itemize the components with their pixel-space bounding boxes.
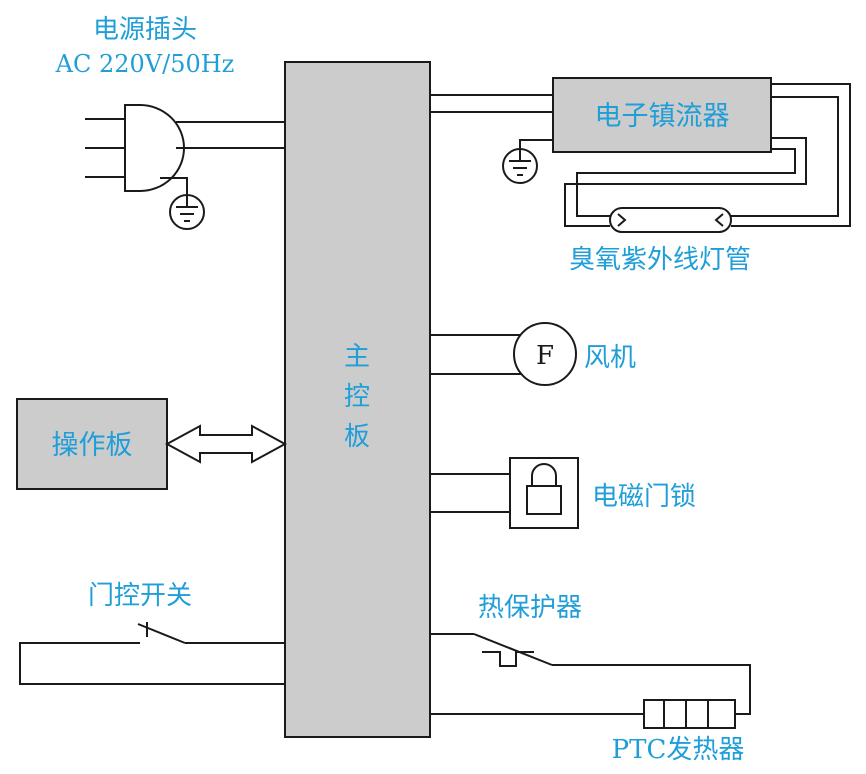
main-board-label-3: 板 bbox=[344, 422, 370, 452]
control-panel bbox=[16, 398, 168, 490]
uv-lamp-label: 臭氧紫外线灯管 bbox=[569, 245, 751, 275]
thermal-protector-label: 热保护器 bbox=[478, 593, 582, 623]
thermal-protector-symbol bbox=[430, 633, 751, 715]
main-board-label-1: 主 bbox=[344, 342, 370, 372]
power-plug-label: 电源插头 bbox=[93, 15, 197, 45]
door-lock-label: 电磁门锁 bbox=[592, 482, 696, 512]
bidirectional-arrow bbox=[164, 424, 288, 464]
ptc-heater-symbol bbox=[643, 699, 736, 729]
main-board bbox=[284, 61, 431, 738]
power-spec-label: AC 220V/50Hz bbox=[55, 50, 235, 78]
padlock-icon bbox=[526, 463, 562, 515]
door-switch-label: 门控开关 bbox=[88, 581, 192, 611]
main-board-label-2: 控 bbox=[344, 382, 370, 412]
ptc-heater-label: PTC发热器 bbox=[612, 735, 745, 765]
fan-symbol: F bbox=[536, 341, 554, 371]
power-plug-symbol bbox=[85, 104, 285, 196]
ballast-label: 电子镇流器 bbox=[595, 101, 730, 132]
fan-label: 风机 bbox=[584, 343, 636, 373]
control-panel-label: 操作板 bbox=[52, 430, 133, 461]
ground-icon bbox=[502, 148, 538, 184]
door-lock-box bbox=[509, 457, 579, 529]
electronic-ballast bbox=[552, 77, 772, 153]
uv-lamp-tube bbox=[609, 207, 732, 233]
door-switch-symbol bbox=[19, 622, 285, 685]
fan-icon bbox=[513, 322, 577, 386]
ground-icon bbox=[169, 194, 205, 230]
